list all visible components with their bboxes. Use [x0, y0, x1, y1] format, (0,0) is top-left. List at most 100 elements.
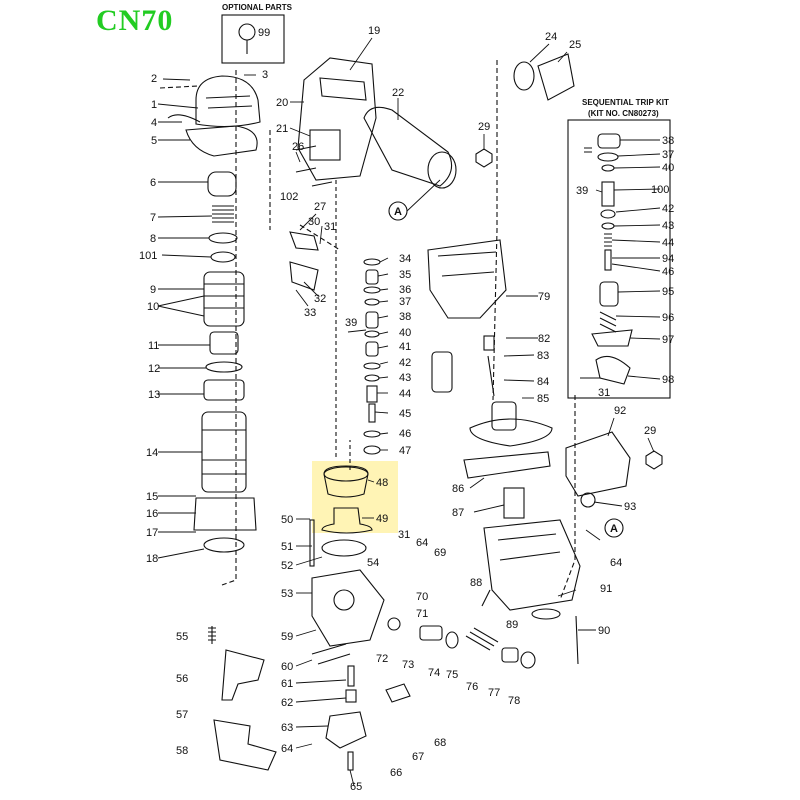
kit-number: (KIT NO. CN80273): [588, 109, 659, 118]
part-label-102: 102: [280, 191, 298, 203]
kit-part-label-46: 46: [662, 266, 674, 278]
part-label-22: 22: [392, 87, 404, 99]
part-label-57: 57: [176, 709, 188, 721]
part-label-35: 35: [399, 269, 411, 281]
part-label-10: 10: [147, 301, 159, 313]
part-label-60: 60: [281, 661, 293, 673]
part-label-101: 101: [139, 250, 157, 262]
part-label-1: 1: [151, 99, 157, 111]
part-label-24: 24: [545, 31, 557, 43]
part-label-89: 89: [506, 619, 518, 631]
optional-parts-caption: OPTIONAL PARTS: [222, 3, 292, 12]
part-label-37: 37: [399, 296, 411, 308]
ref-marker-label-1: A: [394, 206, 402, 218]
part-label-32: 32: [314, 293, 326, 305]
kit-part-label-44: 44: [662, 237, 674, 249]
part-label-97: 97: [662, 334, 674, 346]
part-label-26: 26: [292, 141, 304, 153]
kit-part-label-37: 37: [662, 149, 674, 161]
part-label-75: 75: [446, 669, 458, 681]
part-label-83: 83: [537, 350, 549, 362]
part-label-64: 64: [281, 743, 293, 755]
highlighted-parts-48-49: [312, 461, 398, 533]
part-label-14: 14: [146, 447, 158, 459]
part-label-47: 47: [399, 445, 411, 457]
ref-marker-label-2: A: [610, 523, 618, 535]
part-label-16: 16: [146, 508, 158, 520]
part-label-29: 29: [478, 121, 490, 133]
part-label-87: 87: [452, 507, 464, 519]
part-label-98: 98: [662, 374, 674, 386]
part-label-13: 13: [148, 389, 160, 401]
part-label-2: 2: [151, 73, 157, 85]
part-label-9: 9: [150, 284, 156, 296]
part-label-34: 34: [399, 253, 411, 265]
part-label-88: 88: [470, 577, 482, 589]
part-label-94: 94: [662, 253, 674, 265]
part-label-12: 12: [148, 363, 160, 375]
kit-part-label-31: 31: [598, 387, 610, 399]
part-label-82: 82: [538, 333, 550, 345]
part-label-90: 90: [598, 625, 610, 637]
part-label-64-alt: 64: [610, 557, 622, 569]
part-label-64-alt: 64: [416, 537, 428, 549]
part-label-92: 92: [614, 405, 626, 417]
part-label-45: 45: [399, 408, 411, 420]
part-label-29-alt: 29: [644, 425, 656, 437]
optional-parts-box: [221, 14, 285, 64]
part-label-7: 7: [150, 212, 156, 224]
part-label-43: 43: [399, 372, 411, 384]
part-label-78: 78: [508, 695, 520, 707]
part-label-49: 49: [376, 513, 388, 525]
kit-part-label-39: 39: [576, 185, 588, 197]
part-label-71: 71: [416, 608, 428, 620]
ref-marker-a-upper: A: [388, 179, 441, 221]
part-label-44: 44: [399, 388, 411, 400]
ref-marker-a-lower: A: [604, 518, 624, 538]
part-label-36: 36: [399, 284, 411, 296]
part-label-73: 73: [402, 659, 414, 671]
part-label-6: 6: [150, 177, 156, 189]
part-label-100: 100: [651, 184, 669, 196]
part-label-46: 46: [399, 428, 411, 440]
part-label-67: 67: [412, 751, 424, 763]
part-label-74: 74: [428, 667, 440, 679]
model-title: CN70: [96, 4, 174, 37]
part-label-68: 68: [434, 737, 446, 749]
part-label-48: 48: [376, 477, 388, 489]
part-label-15: 15: [146, 491, 158, 503]
part-label-51: 51: [281, 541, 293, 553]
trip-kit-box: [567, 119, 671, 399]
part-label-72: 72: [376, 653, 388, 665]
part-label-17: 17: [146, 527, 158, 539]
part-label-70: 70: [416, 591, 428, 603]
part-label-8: 8: [150, 233, 156, 245]
part-label-11: 11: [148, 340, 159, 352]
kit-part-label-43: 43: [662, 220, 674, 232]
part-label-19: 19: [368, 25, 380, 37]
part-label-33: 33: [304, 307, 316, 319]
part-label-18: 18: [146, 553, 158, 565]
part-label-41: 41: [399, 341, 411, 353]
part-label-54: 54: [367, 557, 379, 569]
part-label-30: 30: [308, 216, 320, 228]
part-label-61: 61: [281, 678, 293, 690]
part-label-20: 20: [276, 97, 288, 109]
part-label-91: 91: [600, 583, 612, 595]
part-label-93: 93: [624, 501, 636, 513]
part-label-38: 38: [399, 311, 411, 323]
kit-part-label-42: 42: [662, 203, 674, 215]
part-label-31-alt: 31: [398, 529, 410, 541]
part-label-52: 52: [281, 560, 293, 572]
part-label-76: 76: [466, 681, 478, 693]
part-label-58: 58: [176, 745, 188, 757]
part-label-50: 50: [281, 514, 293, 526]
part-label-65: 65: [350, 781, 362, 793]
part-label-42: 42: [399, 357, 411, 369]
part-label-27: 27: [314, 201, 326, 213]
part-label-86: 86: [452, 483, 464, 495]
part-label-5: 5: [151, 135, 157, 147]
part-label-31: 31: [324, 221, 336, 233]
